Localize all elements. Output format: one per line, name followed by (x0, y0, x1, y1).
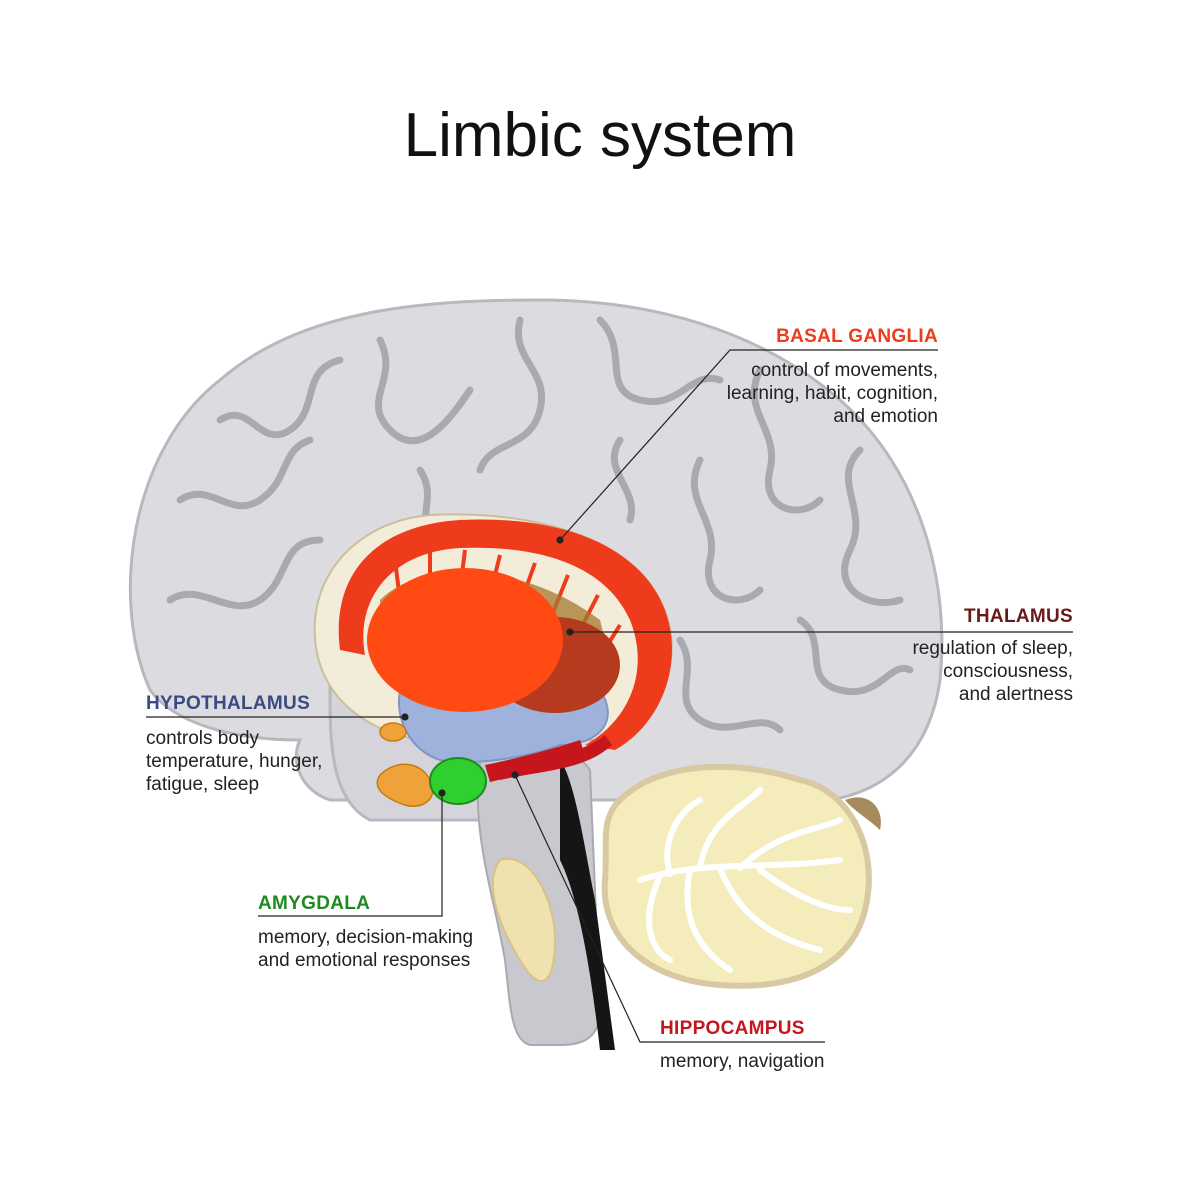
pons (492, 857, 557, 982)
basal-ganglia (338, 519, 672, 780)
leader-lines (146, 349, 1073, 1043)
fourth-ventricle (560, 760, 615, 1050)
desc-basal-ganglia: control of movements, learning, habit, c… (726, 360, 938, 427)
cerebellum-shape (601, 763, 872, 989)
desc-thalamus: regulation of sleep, consciousness, and … (912, 638, 1073, 705)
leader-hippocampus (514, 774, 825, 1043)
amygdala-shape (429, 757, 487, 805)
basal-ganglia-arc (338, 519, 672, 750)
label-thalamus: THALAMUS (964, 606, 1073, 627)
label-amygdala: AMYGDALA (258, 893, 371, 914)
desc-amygdala: memory, decision-making and emotional re… (258, 927, 474, 971)
leader-amygdala (258, 793, 443, 917)
hippocampus-shape (485, 740, 585, 782)
desc-hippocampus: memory, navigation (660, 1051, 825, 1072)
pituitary-gland (376, 763, 434, 807)
desc-hypothalamus: controls body temperature, hunger, fatig… (146, 728, 323, 795)
pituitary (376, 722, 434, 807)
leader-basal-ganglia (559, 349, 938, 541)
label-basal-ganglia: BASAL GANGLIA (776, 326, 938, 347)
arbor-vitae (637, 787, 853, 973)
gyri-folds (166, 316, 914, 734)
brainstem (476, 745, 615, 1050)
label-hippocampus: HIPPOCAMPUS (660, 1018, 805, 1039)
cerebellum (601, 763, 872, 989)
label-hypothalamus: HYPOTHALAMUS (146, 693, 311, 714)
cerebellum-edge (845, 797, 881, 830)
diagram-title: Limbic system (403, 101, 797, 170)
mammillary-body (379, 722, 407, 742)
putamen (367, 568, 563, 712)
